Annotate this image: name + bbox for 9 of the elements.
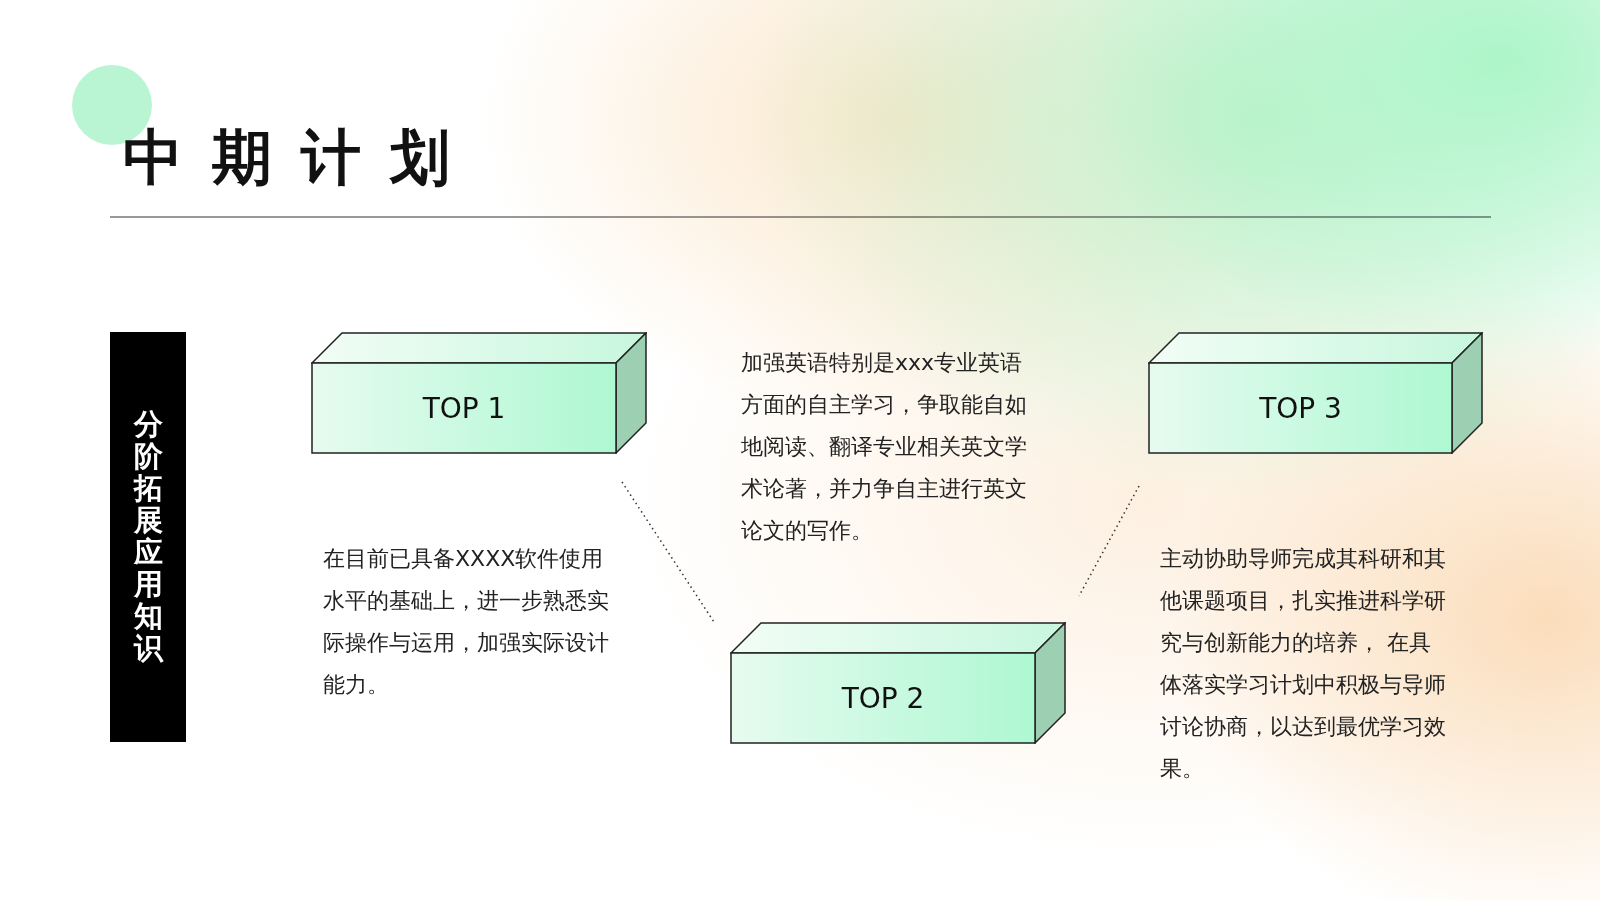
description-text: 主动协助导师完成其科研和其他课题项目，扎实推进科学研究与创新能力的培养， 在具体落实学习计划中积极与导师讨论协商，以达到最优学习效果。 [1160,545,1447,783]
vertical-text: 分阶拓展应用知识 [133,409,163,665]
vertical-label-bar [110,332,186,742]
title: 中 期 计 划 [123,121,454,194]
description-text: 加强英语特别是xxx专业英语方面的自主学习，争取能自如地阅读、翻译专业相关英文学术论著，并力争自主进行英文论文的写作。 [741,349,1028,545]
description-text: 在目前已具备XXXX软件使用水平的基础上，进一步熟悉实际操作与运用，加强实际设计能力。 [323,545,610,699]
box-label: TOP 3 [1259,391,1342,425]
box-label: TOP 2 [841,681,925,715]
box-label: TOP 1 [422,391,506,425]
